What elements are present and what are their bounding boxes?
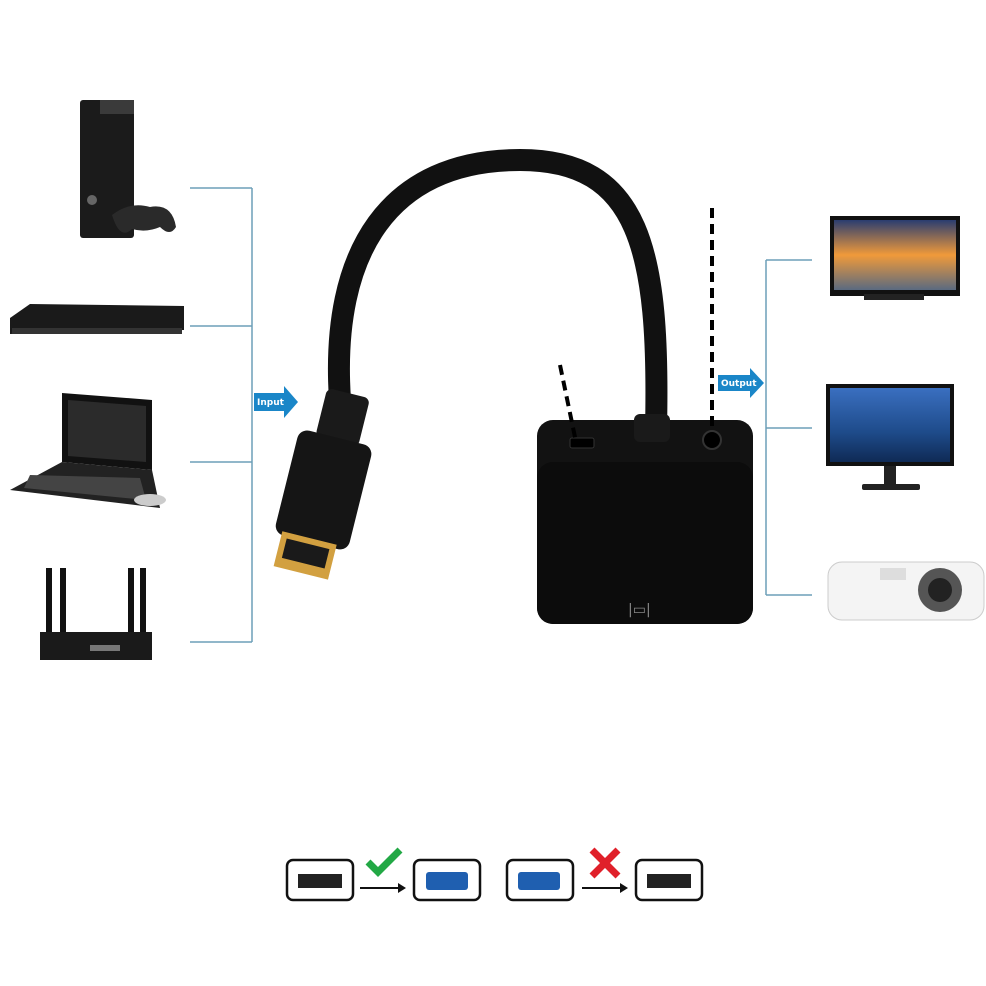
check-icon bbox=[365, 847, 403, 877]
router-icon bbox=[40, 568, 152, 660]
input-arrow: Input bbox=[254, 386, 298, 418]
hdmi-cable bbox=[328, 148, 668, 441]
output-label: Output bbox=[721, 379, 757, 389]
callout-lines bbox=[558, 208, 714, 443]
tv-icon bbox=[830, 216, 960, 300]
hdmi-plug bbox=[273, 389, 372, 580]
compat-hdmi-to-vga bbox=[285, 847, 482, 902]
cross-icon bbox=[589, 847, 621, 879]
vga-symbol: |▭| bbox=[628, 602, 651, 618]
input-bracket-lines bbox=[190, 187, 253, 643]
game-console-icon bbox=[80, 100, 176, 238]
monitor-icon bbox=[826, 384, 954, 490]
blu-ray-player-icon bbox=[10, 304, 184, 334]
input-label: Input bbox=[257, 398, 285, 408]
compat-vga-to-hdmi bbox=[505, 847, 704, 902]
laptop-icon bbox=[10, 393, 166, 508]
output-bracket-lines bbox=[765, 259, 812, 596]
projector-icon bbox=[827, 561, 985, 621]
vga-adapter-box: |▭| bbox=[537, 414, 753, 624]
output-arrow: Output bbox=[718, 368, 764, 398]
